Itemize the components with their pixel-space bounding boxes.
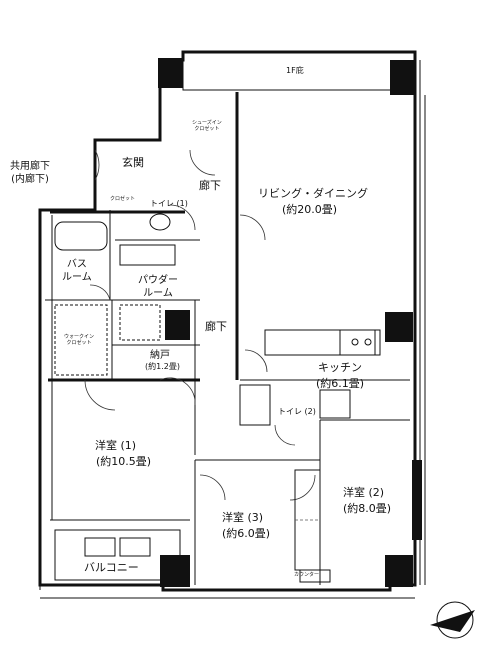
dimension-marks	[39, 520, 415, 599]
western1-label: 洋室 (1)	[95, 439, 137, 452]
interior-walls	[45, 92, 410, 585]
columns	[158, 58, 422, 587]
kitchen-size: (約6.1畳)	[316, 377, 365, 390]
doors	[84, 149, 316, 501]
western2-size: (約8.0畳)	[343, 502, 392, 515]
powder-label: パウダー ルーム	[138, 275, 178, 299]
walkin-label: ウォークイン クロゼット	[64, 334, 95, 346]
bath-label: バス ルーム	[62, 259, 92, 283]
living-size: (約20.0畳)	[282, 203, 338, 216]
toilet1-label: トイレ (1)	[150, 199, 188, 208]
common-corridor-label: 共用廊下 (内廊下)	[10, 161, 50, 185]
kitchen-counter	[239, 329, 381, 426]
shoe-closet-label: シューズイン クロゼット	[192, 120, 222, 132]
kitchen-label: キッチン	[318, 361, 362, 374]
counter-label: カウンター	[294, 572, 320, 578]
western1-size: (約10.5畳)	[96, 455, 152, 468]
bath-fixtures	[54, 213, 176, 376]
toilet2-label: トイレ (2)	[278, 407, 316, 416]
storage-label: 納戸	[150, 350, 170, 361]
western2-label: 洋室 (2)	[343, 486, 385, 499]
balcony-label: バルコニー	[84, 561, 139, 574]
hallway-top-label: 廊下	[199, 179, 221, 192]
closets	[294, 469, 331, 583]
storage-size: (約1.2畳)	[145, 362, 180, 371]
living-label: リビング・ダイニング	[258, 187, 368, 200]
closet-label: クロゼット	[110, 196, 136, 202]
hallway-mid-label: 廊下	[205, 320, 227, 333]
floor-label: 1F庇	[286, 66, 304, 75]
compass-icon	[430, 601, 475, 639]
entrance-label: 玄関	[122, 156, 144, 169]
western3-label: 洋室 (3)	[222, 511, 264, 524]
western3-size: (約6.0畳)	[222, 527, 271, 540]
